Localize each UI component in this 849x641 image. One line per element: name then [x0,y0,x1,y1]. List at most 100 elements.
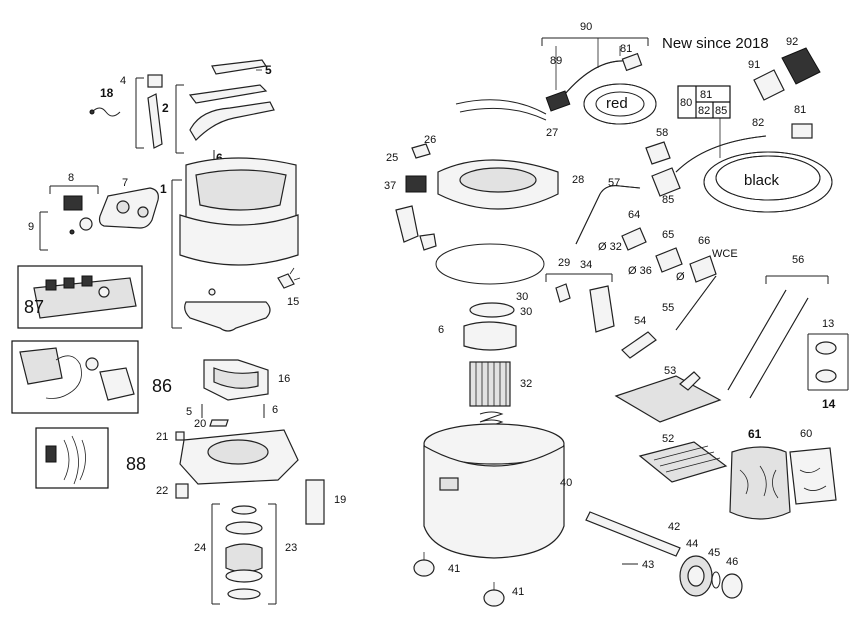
label-wce: WCE [712,248,738,260]
label-85a: 85 [715,105,727,117]
label-29: 29 [558,257,570,269]
label-42: 42 [668,521,680,533]
label-58: 58 [656,127,668,139]
label-dwce: Ø [676,271,685,283]
label-46: 46 [726,556,738,568]
label-88: 88 [126,454,146,474]
part-61-filter-bag [729,446,791,520]
label-6a: 6 [216,151,223,165]
part-filter-plate [184,301,271,332]
part-28-lid-ring [437,159,559,210]
part-30-ring [469,302,515,318]
label-23: 23 [285,542,297,554]
label-60: 60 [800,428,812,440]
label-82b: 82 [752,117,764,129]
part-58-cuff [645,141,671,165]
bracket-24 [211,503,220,605]
label-55: 55 [662,302,674,314]
label-85b: 85 [662,194,674,206]
label-90: 90 [580,21,592,33]
new-since-2018-note: New since 2018 [662,35,769,52]
label-56: 56 [792,254,804,266]
label-54: 54 [634,315,646,327]
label-9: 9 [28,221,34,233]
label-32: 32 [520,378,532,390]
part-29-gasket [435,243,545,285]
part-9-knob [79,217,93,231]
label-53: 53 [664,365,676,377]
label-d36: Ø 36 [628,265,652,277]
kit-table-80-85 [677,85,731,119]
part-41-caster-b [483,582,505,607]
label-7: 7 [122,177,128,189]
label-91: 91 [748,59,760,71]
label-81b: 81 [700,89,712,101]
label-25: 25 [386,152,398,164]
label-28: 28 [572,174,584,186]
label-d32: Ø 32 [598,241,622,253]
label-21: 21 [156,431,168,443]
part-88-cable-set [45,435,86,485]
label-22: 22 [156,485,168,497]
label-13: 13 [822,318,834,330]
bracket-90 [541,37,649,46]
part-19-card [305,479,325,525]
part-latch-clips [395,205,437,251]
label-66: 66 [698,235,710,247]
hose-red-label: red [606,95,628,112]
part-41-caster-a [413,552,435,577]
kit-87-frame [17,265,143,329]
part-37 [405,175,427,193]
label-82a: 82 [698,105,710,117]
part-44-wheel [679,555,713,597]
label-15: 15 [287,296,299,308]
label-87: 87 [24,297,44,317]
part-14-clamp [815,369,837,383]
label-26: 26 [424,134,436,146]
bracket-4 [135,77,144,149]
label-2: 2 [162,101,169,115]
part-87-electronics-board [33,275,137,319]
bracket-8 [49,185,99,194]
label-81a: 81 [620,43,632,55]
label-27: 27 [546,127,558,139]
hose-black-label: black [744,172,780,189]
part-54-nozzle [621,331,657,359]
part-2-handle [188,59,275,141]
part-motor-stack [225,505,263,600]
part-53-floor-nozzle [614,371,722,423]
label-92: 92 [786,36,798,48]
label-30b: 30 [520,306,532,318]
part-32-filter-cartridge [469,361,511,407]
part-7-switch-panel [98,187,159,229]
label-18: 18 [100,86,114,100]
label-65: 65 [662,229,674,241]
label-43: 43 [642,559,654,571]
label-8: 8 [68,172,74,184]
part-91-adapter [753,69,785,101]
part-40-tank [423,423,565,559]
part-18-clip [89,107,121,117]
label-61: 61 [748,427,762,441]
part-60-fleece-bag [789,447,837,505]
label-41a: 41 [448,563,460,575]
part-motor-cradle [179,429,299,485]
part-22 [175,483,189,499]
kit-88-frame [35,427,109,489]
part-42-axle [585,511,681,557]
bracket-2 [175,84,184,154]
part-85-cuff [651,167,681,197]
part-82-black-hose [675,135,833,213]
label-52: 52 [662,433,674,445]
bracket-9 [39,211,48,251]
bracket-1 [171,179,182,329]
label-4: 4 [120,75,126,87]
label-57: 57 [608,177,620,189]
part-66-adapter [689,255,717,283]
label-14: 14 [822,397,836,411]
label-40: 40 [560,477,572,489]
label-20: 20 [194,418,206,430]
bracket-34 [545,273,613,282]
part-13-clamp [815,341,837,355]
